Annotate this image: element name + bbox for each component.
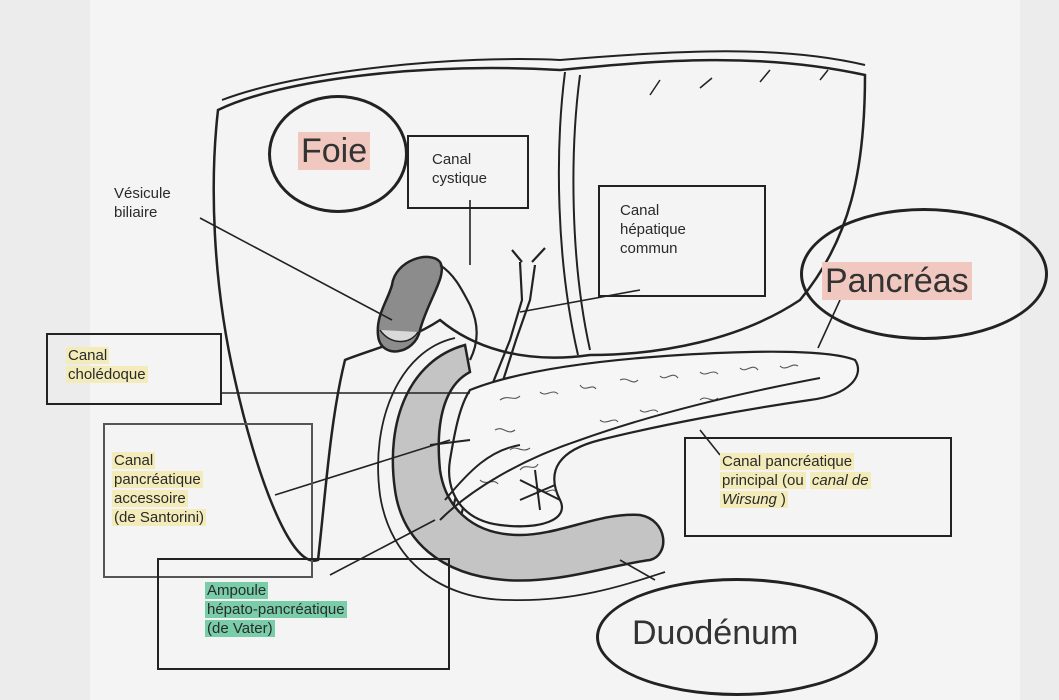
canal-principal-label: Canal pancréatique principal (ou canal d… <box>720 452 871 509</box>
canal-accessoire-label: Canal pancréatique accessoire (de Santor… <box>112 451 206 527</box>
duodenum-label: Duodénum <box>632 614 798 653</box>
canal-hepatique-commun-label: Canal hépatique commun <box>620 201 686 258</box>
pancreas-label: Pancréas <box>822 262 972 301</box>
canal-cystique-label: Canal cystique <box>432 150 487 188</box>
foie-label: Foie <box>298 132 370 171</box>
ampoule-label: Ampoule hépato-pancréatique (de Vater) <box>205 581 347 638</box>
vesicule-biliaire-label: Vésicule biliaire <box>114 184 171 222</box>
canal-choledoque-label: Canal cholédoque <box>66 346 148 384</box>
